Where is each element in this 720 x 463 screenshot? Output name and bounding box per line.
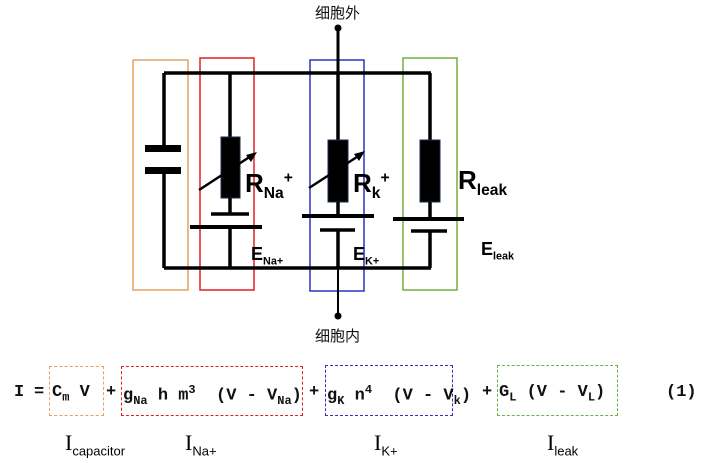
sodium-variable-resistor <box>220 136 241 199</box>
capacitor-term: Cm V <box>52 383 90 405</box>
plus-sign-2: + <box>309 383 320 402</box>
potassium-term-box <box>325 365 453 416</box>
leak-term-box <box>497 365 618 416</box>
capacitor-group-box <box>132 59 189 291</box>
equation-equals: = <box>34 383 45 402</box>
equation-number: (1) <box>666 383 697 402</box>
sodium-term-box <box>121 366 303 416</box>
leak-branch <box>393 73 464 268</box>
current-label-potassium: IK+ <box>374 430 398 459</box>
sodium-branch <box>190 73 262 268</box>
leak-term: GL (V - VL) <box>499 383 606 405</box>
e-k-label: EK+ <box>353 244 380 268</box>
inside-terminal-dot <box>334 312 342 320</box>
capacitor-term-box <box>49 366 104 416</box>
outside-cell-label: 细胞外 <box>315 4 361 22</box>
current-label-sodium: INa+ <box>185 430 217 459</box>
sodium-term: gNa h m3 (V - VNa) <box>123 383 302 409</box>
equation-lhs: I <box>14 383 25 402</box>
r-na-label: RNa+ <box>245 168 293 203</box>
potassium-branch <box>302 73 374 268</box>
inside-cell-label: 细胞内 <box>315 327 361 345</box>
outside-terminal-dot <box>334 24 342 32</box>
sodium-group-box <box>199 57 255 291</box>
leak-resistor <box>419 139 441 203</box>
e-leak-label: Eleak <box>481 239 515 263</box>
r-leak-label: Rleak <box>458 165 508 200</box>
potassium-term: gK n4 (V - Vk) <box>327 383 472 409</box>
r-k-label: Rk+ <box>353 168 390 203</box>
plus-sign-1: + <box>106 383 117 402</box>
e-na-label: ENa+ <box>251 244 284 268</box>
leak-group-box <box>402 57 458 291</box>
current-label-capacitor: Icapacitor <box>65 430 126 459</box>
potassium-variable-resistor <box>327 139 349 203</box>
capacitor <box>145 73 181 268</box>
plus-sign-3: + <box>482 383 493 402</box>
current-label-leak: Ileak <box>547 430 579 459</box>
